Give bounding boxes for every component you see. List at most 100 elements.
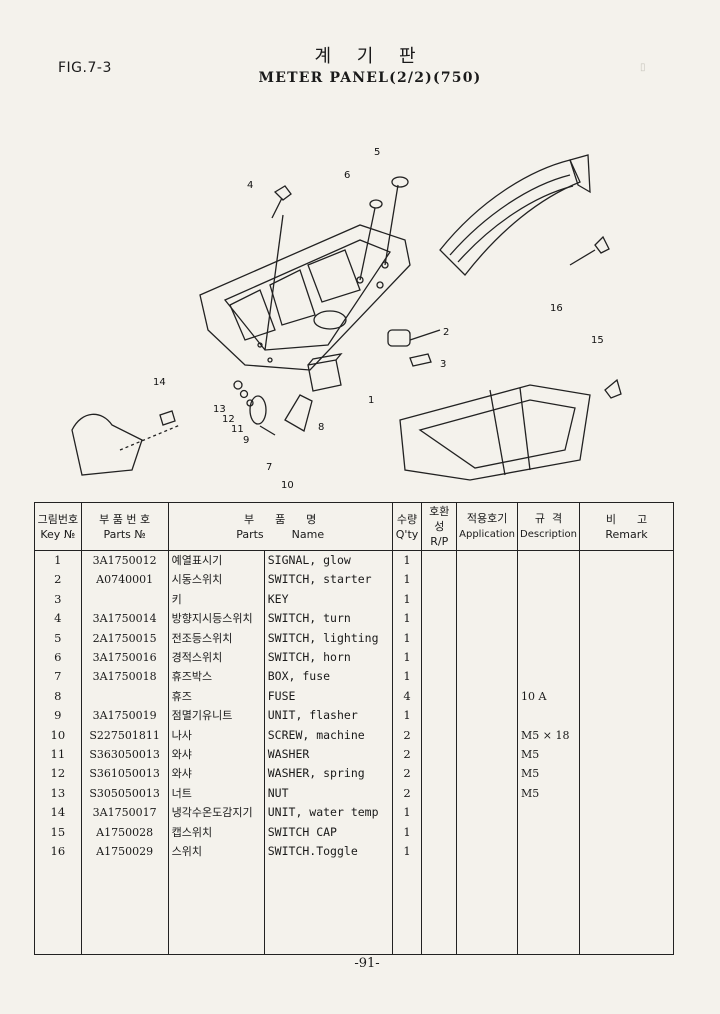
- row-quantity: 1: [391, 803, 423, 823]
- row-key: 15: [34, 822, 82, 843]
- row-description: [517, 842, 580, 862]
- row-part-number: A1750028: [80, 822, 169, 843]
- exploded-parts-diagram: 1 2 3 4 5 6 7 8 9 10 11 12 13 14 15 16: [71, 147, 622, 491]
- row-description: [517, 667, 580, 687]
- row-application: [456, 648, 519, 668]
- row-application: [456, 609, 519, 629]
- bleed-mark: ▯: [640, 62, 646, 73]
- row-quantity: 1: [391, 628, 423, 649]
- row-part-number: 3A1750016: [80, 648, 169, 668]
- row-application: [456, 822, 519, 843]
- row-quantity: 2: [391, 783, 423, 804]
- row-key: 12: [34, 764, 82, 784]
- row-name-english: SIGNAL, glow: [263, 550, 393, 571]
- row-quantity: 2: [391, 764, 423, 784]
- row-quantity: 1: [391, 667, 423, 687]
- row-description: [517, 706, 580, 726]
- row-name-korean: 스위치: [167, 842, 265, 862]
- row-description: [517, 628, 580, 649]
- row-remark: [578, 589, 675, 610]
- row-description: [517, 589, 580, 610]
- row-rp: [421, 686, 458, 707]
- row-name-english: NUT: [263, 783, 393, 804]
- row-quantity: 1: [391, 842, 423, 862]
- row-rp: [421, 764, 458, 784]
- row-description: [517, 803, 580, 823]
- row-name-korean: 휴즈: [167, 686, 265, 707]
- callout-1: 1: [368, 395, 374, 406]
- row-name-english: SWITCH, turn: [263, 609, 393, 629]
- row-name-english: SWITCH, starter: [263, 570, 393, 590]
- callout-6: 6: [344, 170, 350, 181]
- row-key: 3: [34, 589, 82, 610]
- row-name-english: SCREW, machine: [263, 725, 393, 746]
- row-part-number: A0740001: [80, 570, 169, 590]
- callout-16: 16: [550, 303, 563, 314]
- row-application: [456, 550, 519, 571]
- row-quantity: 1: [391, 570, 423, 590]
- row-part-number: S363050013: [80, 745, 169, 765]
- row-description: M5: [517, 764, 580, 784]
- row-rp: [421, 609, 458, 629]
- row-quantity: 1: [391, 648, 423, 668]
- row-name-korean: 너트: [167, 783, 265, 804]
- row-key: 2: [34, 570, 82, 590]
- row-quantity: 1: [391, 609, 423, 629]
- row-key: 6: [34, 648, 82, 668]
- empty-cell: [578, 861, 675, 954]
- row-name-korean: 경적스위치: [167, 648, 265, 668]
- callout-9: 9: [243, 435, 249, 446]
- row-quantity: 1: [391, 706, 423, 726]
- row-name-english: UNIT, flasher: [263, 706, 393, 726]
- diagram-callouts: 1 2 3 4 5 6 7 8 9 10 11 12 13 14 15 16: [153, 147, 604, 491]
- row-name-korean: 와샤: [167, 745, 265, 765]
- row-description: 10 A: [517, 686, 580, 707]
- row-name-english: SWITCH CAP: [263, 822, 393, 843]
- row-application: [456, 842, 519, 862]
- row-name-korean: 냉각수온도감지기: [167, 803, 265, 823]
- row-remark: [578, 570, 675, 590]
- row-description: [517, 550, 580, 571]
- row-name-korean: 방향지시등스위치: [167, 609, 265, 629]
- row-key: 8: [34, 686, 82, 707]
- row-application: [456, 725, 519, 746]
- row-remark: [578, 686, 675, 707]
- row-name-korean: 예열표시기: [167, 550, 265, 571]
- row-remark: [578, 667, 675, 687]
- callout-10: 10: [281, 480, 294, 491]
- callout-11: 11: [231, 424, 244, 435]
- row-description: [517, 648, 580, 668]
- row-name-korean: 휴즈박스: [167, 667, 265, 687]
- row-remark: [578, 648, 675, 668]
- row-part-number: A1750029: [80, 842, 169, 862]
- row-remark: [578, 783, 675, 804]
- callout-4: 4: [247, 180, 253, 191]
- row-application: [456, 570, 519, 590]
- row-remark: [578, 764, 675, 784]
- row-description: M5: [517, 745, 580, 765]
- row-name-english: FUSE: [263, 686, 393, 707]
- row-remark: [578, 803, 675, 823]
- row-name-korean: 전조등스위치: [167, 628, 265, 649]
- row-quantity: 2: [391, 745, 423, 765]
- row-application: [456, 764, 519, 784]
- row-application: [456, 745, 519, 765]
- row-application: [456, 783, 519, 804]
- row-part-number: [80, 589, 169, 610]
- empty-cell: [80, 861, 169, 954]
- callout-12: 12: [222, 414, 235, 425]
- row-name-korean: 시동스위치: [167, 570, 265, 590]
